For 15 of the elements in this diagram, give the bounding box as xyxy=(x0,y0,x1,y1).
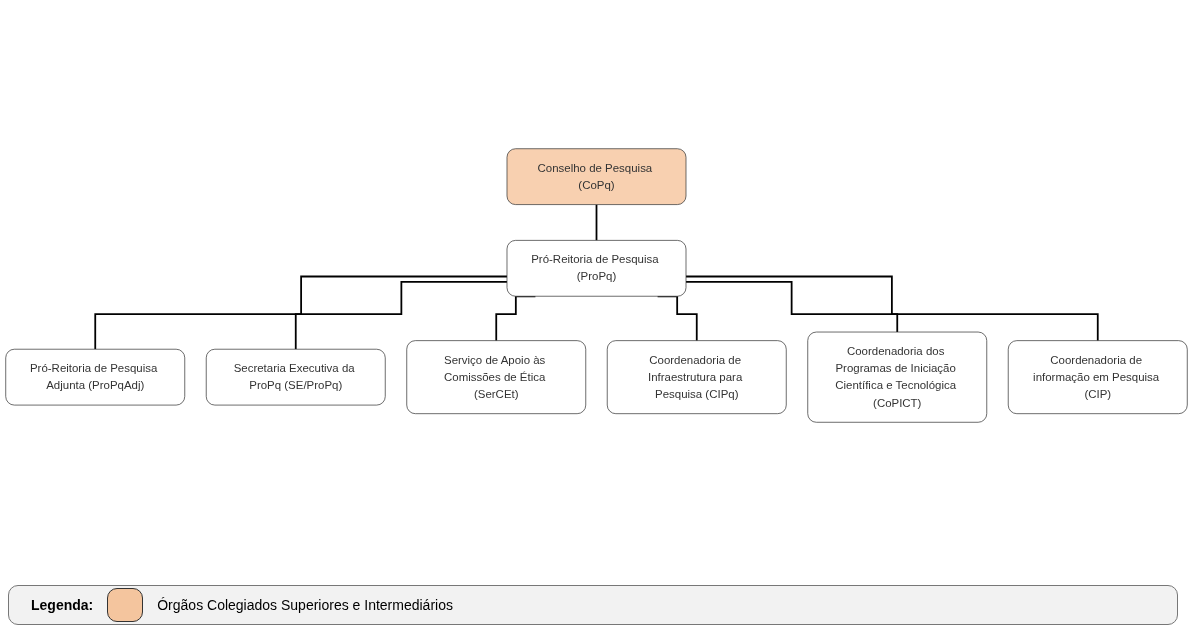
connector xyxy=(94,275,508,350)
connector xyxy=(685,280,899,333)
connector xyxy=(294,280,508,350)
legend-text: Órgãos Colegiados Superiores e Intermediários xyxy=(157,597,453,613)
node-box: Conselho de Pesquisa (CoPq) xyxy=(506,147,687,205)
node-box: Pró-Reitoria de Pesquisa (ProPq) xyxy=(506,239,687,297)
node-box: Serviço de Apoio às Comissões de Ética (SerCEt) xyxy=(406,339,587,414)
legend-title: Legenda: xyxy=(31,597,94,613)
connector xyxy=(685,275,1099,342)
node-box: Pró-Reitoria de Pesquisa Adjunta (ProPqAdj) xyxy=(5,348,186,405)
node-box: Coordenadoria de Infraestrutura para Pesquisa (CIPq) xyxy=(606,339,787,414)
node-box: Secretaria Executiva da ProPq (SE/ProPq) xyxy=(205,348,386,405)
connector xyxy=(595,203,598,241)
node-box: Coordenadoria dos Programas de Iniciação Científica e Tecnológica (CoPICT) xyxy=(807,331,988,423)
node-box: Coordenadoria de informação em Pesquisa (CIP) xyxy=(1007,339,1188,414)
